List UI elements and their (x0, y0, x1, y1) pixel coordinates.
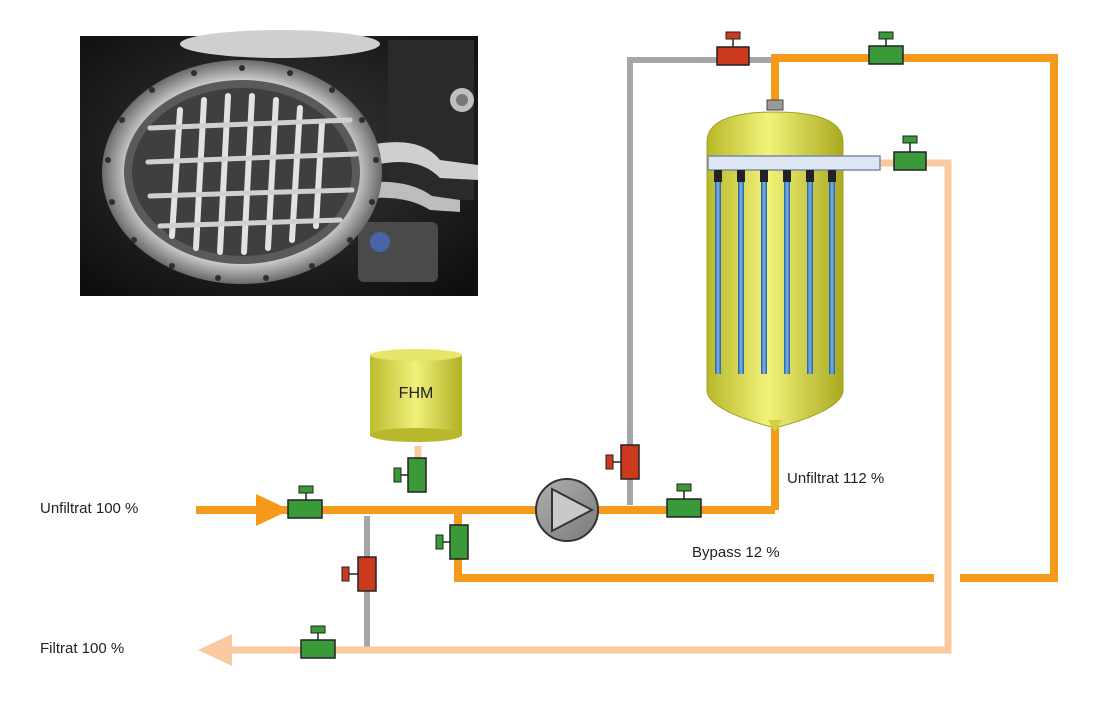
valve-icon-filtrat-header[interactable] (893, 135, 927, 171)
valve-icon-drain[interactable] (341, 556, 377, 592)
fhm-tank: FHM (370, 349, 462, 442)
open-filter-vessel-photo (80, 30, 478, 296)
filter-elements (714, 170, 836, 374)
valve-icon-bypass[interactable] (435, 524, 469, 560)
unfiltrat-inlet-arrow (256, 494, 290, 526)
filtrat-outlet-label: Filtrat 100 % (40, 640, 125, 657)
filter-vessel (706, 99, 881, 432)
fhm-tank-label: FHM (399, 385, 434, 402)
pump-icon[interactable] (535, 478, 599, 542)
unfiltrat-112-label: Unfiltrat 112 % (787, 470, 885, 487)
valve-icon-fhm-dosing[interactable] (393, 457, 427, 493)
unfiltrat-inlet-label: Unfiltrat 100 % (40, 500, 139, 517)
valve-icon-pump-discharge[interactable] (666, 483, 702, 518)
valve-icon-top-vent[interactable] (716, 31, 750, 66)
vessel-top-nozzle (766, 99, 784, 111)
valve-icon-filtrat-outlet[interactable] (300, 625, 336, 659)
filtrat-header-plate (707, 155, 881, 171)
valve-icon-top-return[interactable] (868, 31, 904, 65)
bypass-label: Bypass 12 % (692, 544, 780, 561)
filtrat-outlet-arrow (198, 634, 232, 666)
valve-icon-inlet[interactable] (287, 485, 323, 519)
valve-icon-vent-line[interactable] (605, 444, 640, 480)
